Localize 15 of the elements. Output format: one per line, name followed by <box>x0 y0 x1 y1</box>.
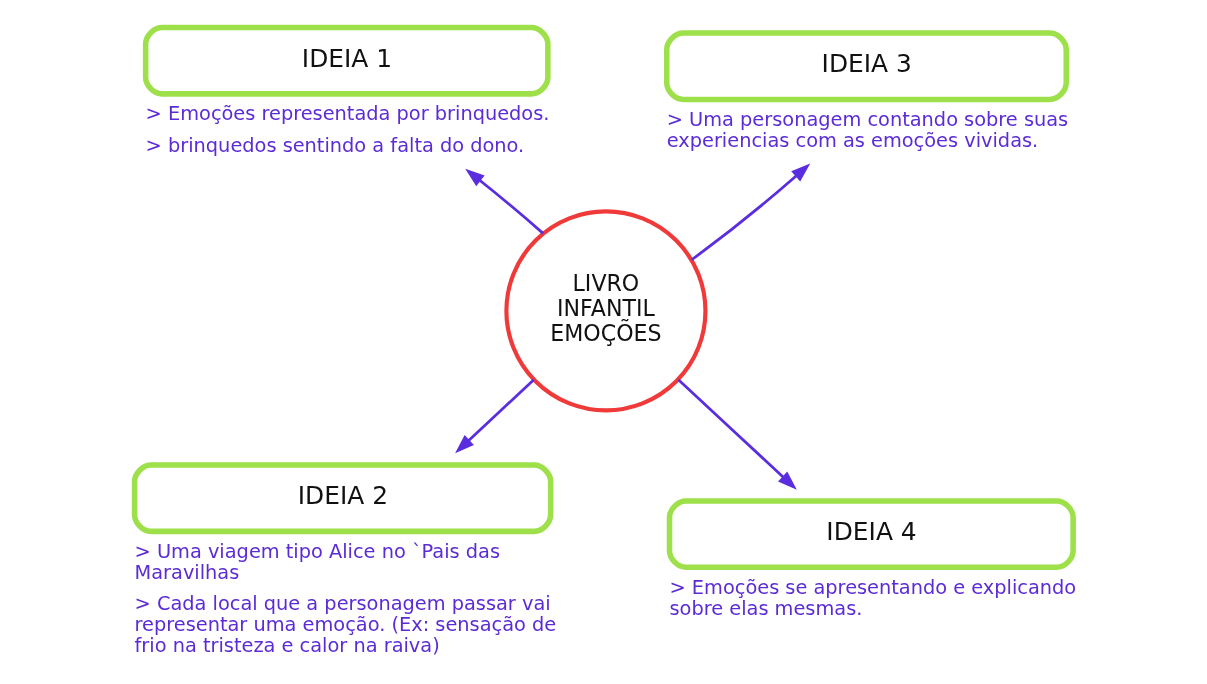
node-box: IDEIA 3 <box>663 30 1069 103</box>
node-label: > Uma viagem tipo Alice no `Pais das Maravilhas <box>134 539 501 584</box>
arrow <box>690 163 811 261</box>
node-label: > Emoções representada por brinquedos. <box>145 102 550 126</box>
arrow <box>455 378 535 454</box>
node-box: IDEIA 4 <box>666 498 1076 571</box>
arrow <box>677 378 797 490</box>
arrow <box>465 168 544 235</box>
node-box: IDEIA 2 <box>131 462 554 535</box>
node-label: > brinquedos sentindo a falta do dono. <box>145 134 525 158</box>
node-circle: LIVRO INFANTIL EMOÇÕES <box>504 209 708 413</box>
node-label: > Cada local que a personagem passar vai representar uma emoção. (Ex: sensação de frio na tristeza e calor na raiva) <box>134 592 557 657</box>
node-label: > Uma personagem contando sobre suas experiencias com as emoções vividas. <box>666 107 1069 152</box>
node-box: IDEIA 1 <box>142 24 551 97</box>
node-label: > Emoções se apresentando e explicando sobre elas mesmas. <box>669 575 1077 620</box>
